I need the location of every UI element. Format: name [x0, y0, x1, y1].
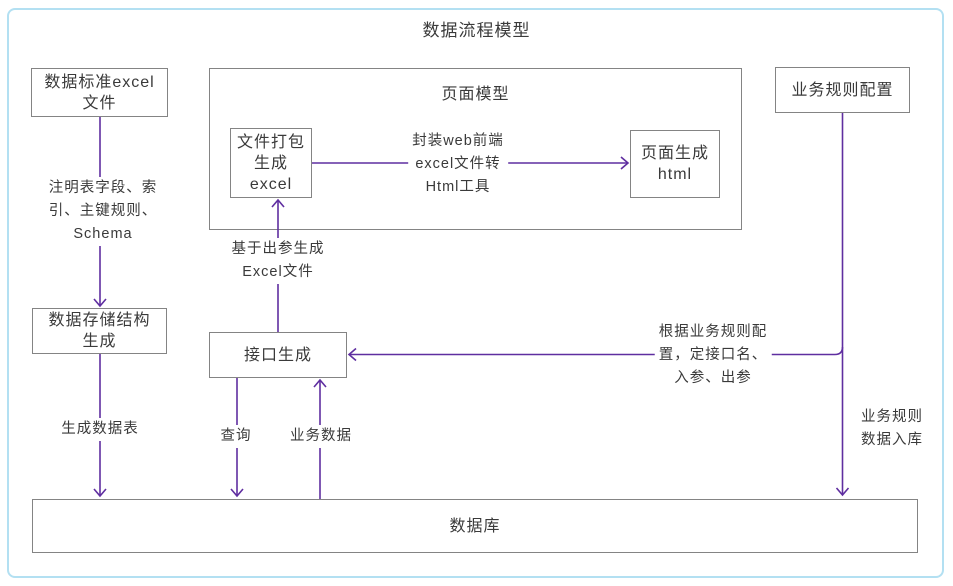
node-storage-structure-gen: 数据存储结构 生成: [32, 308, 167, 354]
arrow-storage-to-db-head: [93, 488, 107, 498]
node-file-pack-gen-excel: 文件打包 生成 excel: [230, 128, 312, 198]
arrow-std-to-storage-head: [93, 298, 107, 308]
label-web-tool-line1: 封装web前端: [412, 133, 504, 149]
label-biz-data: 业务数据: [286, 425, 356, 448]
node-data-standard-excel-line1: 数据标准excel: [44, 73, 155, 91]
node-business-rule-config: 业务规则配置: [775, 67, 910, 113]
label-rule-config-note-line1: 根据业务规则配: [658, 324, 768, 340]
arrow-api-to-filepack-head: [271, 198, 285, 208]
label-rule-config-note-line2: 置，定接口名、: [658, 347, 768, 363]
arrow-bizrule-to-api-head: [347, 347, 357, 362]
label-excel-from-output-line2: Excel文件: [242, 264, 314, 280]
diagram-title: 数据流程模型: [422, 21, 531, 40]
node-page-gen-html: 页面生成 html: [630, 130, 720, 198]
node-data-standard-excel-line2: 文件: [82, 94, 117, 112]
node-file-pack-line2: 生成: [253, 154, 288, 172]
label-query: 查询: [216, 425, 256, 448]
label-excel-from-output: 基于出参生成 Excel文件: [227, 238, 329, 284]
group-page-model-title: 页面模型: [441, 86, 510, 103]
label-web-tool: 封装web前端 excel文件转 Html工具: [408, 130, 508, 199]
label-web-tool-line2: excel文件转: [415, 156, 501, 172]
node-file-pack-line3: excel: [249, 175, 293, 193]
node-api-gen-label: 接口生成: [243, 346, 312, 364]
label-rule-into-db: 业务规则 数据入库: [857, 406, 927, 452]
label-schema-note: 注明表字段、索 引、主键规则、 Schema: [44, 177, 162, 246]
group-page-model: 页面模型: [209, 68, 742, 230]
label-web-tool-line3: Html工具: [425, 179, 491, 195]
arrow-query-to-db-head: [230, 488, 244, 498]
arrow-filepack-to-pagegen-head: [620, 156, 630, 170]
label-gen-table: 生成数据表: [57, 418, 143, 441]
node-database-label: 数据库: [449, 517, 501, 535]
node-api-gen: 接口生成: [209, 332, 347, 378]
label-schema-note-line2: 引、主键规则、: [48, 203, 158, 219]
node-page-gen-line2: html: [657, 166, 693, 183]
node-storage-structure-line1: 数据存储结构: [48, 312, 151, 329]
arrow-db-to-api-head: [313, 378, 327, 388]
diagram-frame-border: [7, 8, 944, 578]
label-excel-from-output-line1: 基于出参生成: [231, 241, 325, 257]
label-schema-note-line1: 注明表字段、索: [48, 180, 158, 196]
arrow-bizrule-to-db-head: [835, 487, 850, 497]
node-page-gen-line1: 页面生成: [640, 145, 709, 162]
label-rule-into-db-line2: 数据入库: [861, 432, 923, 448]
label-rule-config-note-line3: 入参、出参: [674, 370, 752, 386]
node-file-pack-line1: 文件打包: [236, 133, 305, 151]
label-rule-config-note: 根据业务规则配 置，定接口名、 入参、出参: [654, 321, 772, 390]
node-data-standard-excel: 数据标准excel 文件: [31, 68, 168, 117]
label-schema-note-line3: Schema: [73, 226, 133, 242]
node-storage-structure-line2: 生成: [82, 333, 117, 350]
label-rule-into-db-line1: 业务规则: [861, 409, 923, 425]
node-business-rule-config-label: 业务规则配置: [791, 81, 894, 99]
node-database: 数据库: [32, 499, 918, 553]
arrow-bizrule-to-api: [349, 346, 844, 356]
